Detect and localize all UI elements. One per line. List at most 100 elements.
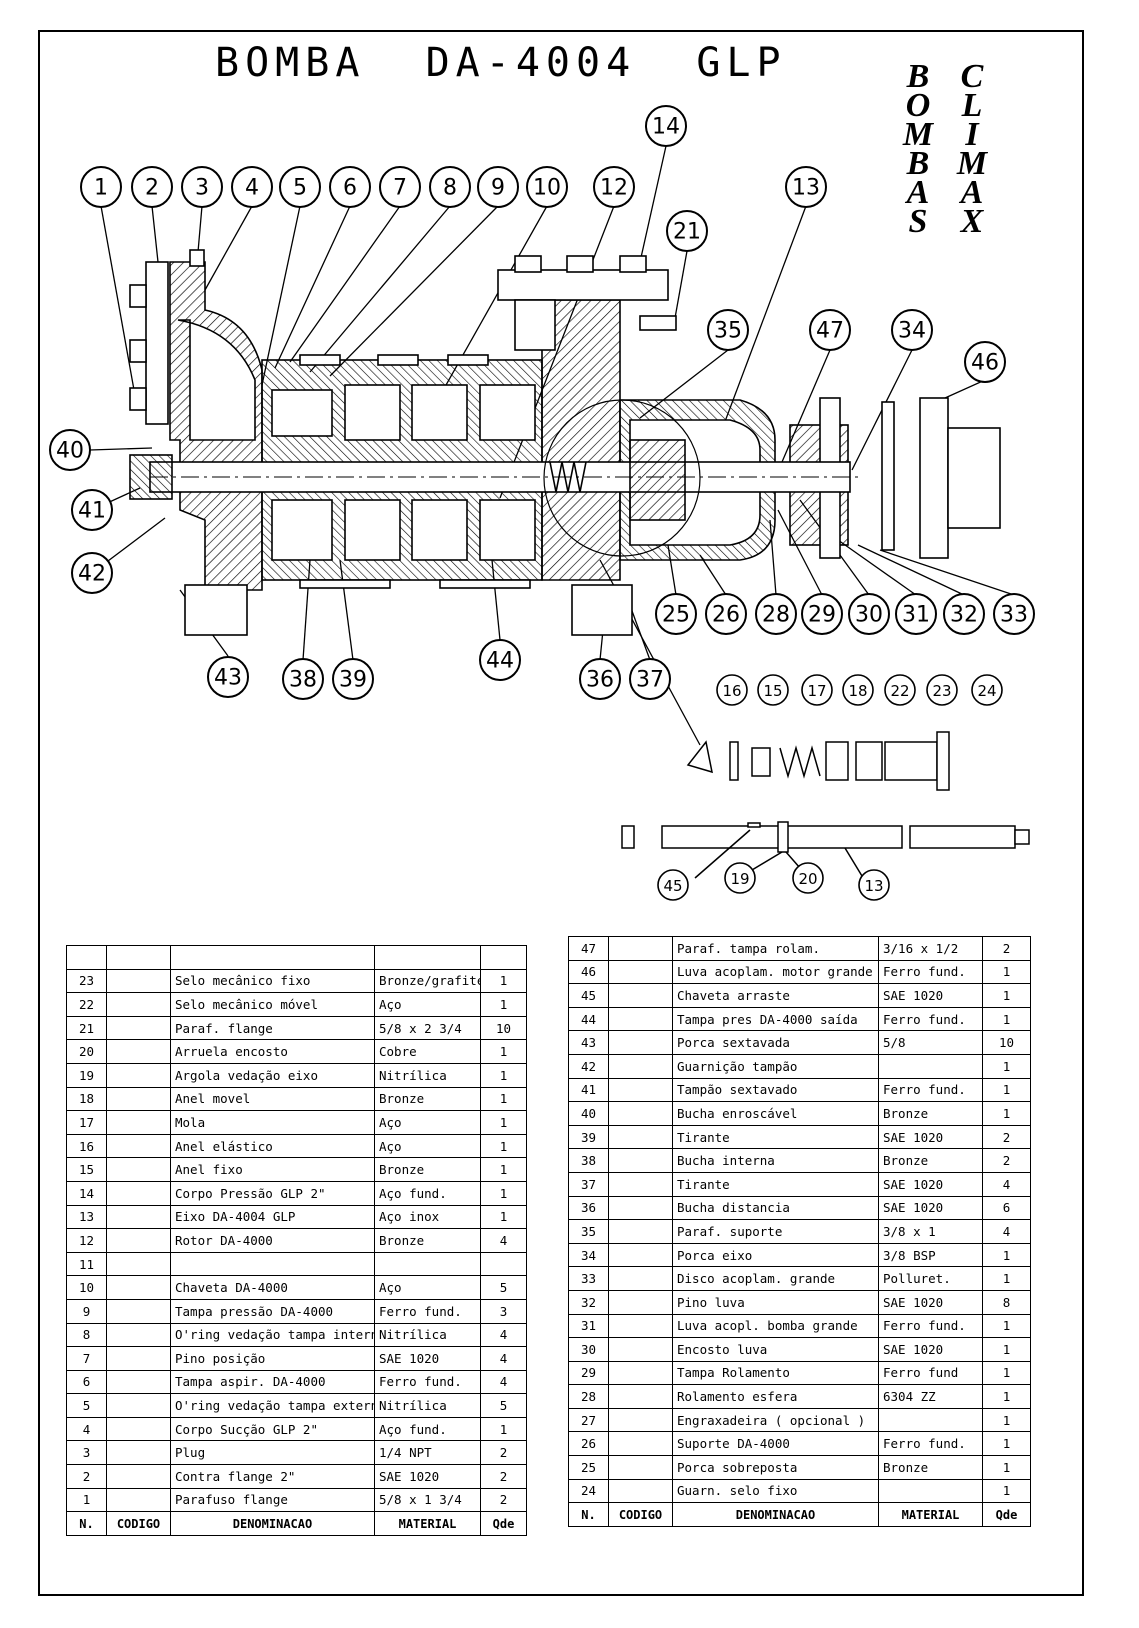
- item-name: [170, 945, 375, 970]
- item-material: 3/8 x 1: [878, 1219, 983, 1244]
- balloon-label: 45: [663, 877, 682, 895]
- item-material: Ferro fund.: [878, 1431, 983, 1457]
- item-number: 37: [568, 1171, 609, 1197]
- item-number: 14: [66, 1180, 107, 1206]
- item-qty: 1: [480, 1062, 527, 1088]
- part-balloon-45: 45: [657, 869, 689, 901]
- balloon-label: 20: [798, 870, 817, 888]
- balloon-label: 43: [214, 666, 242, 691]
- balloon-circle: [943, 593, 985, 635]
- part-balloon-32: 32: [943, 593, 985, 635]
- item-material: [374, 1251, 481, 1277]
- item-code: [106, 1275, 171, 1300]
- logo-letter: M: [956, 145, 988, 182]
- part-balloon-9: 9: [477, 166, 519, 208]
- item-qty: 1: [982, 1006, 1031, 1032]
- item-code: [608, 1242, 673, 1268]
- item-material: SAE 1020: [878, 1171, 983, 1197]
- item-name: Plug: [170, 1440, 375, 1466]
- balloon-label: 34: [898, 319, 926, 344]
- item-name: Corpo Pressão GLP 2": [170, 1180, 375, 1206]
- part-balloon-25: 25: [655, 593, 697, 635]
- balloon-label: 13: [864, 877, 883, 895]
- item-code: [608, 1407, 673, 1433]
- item-code: [106, 1298, 171, 1324]
- item-code: [106, 1440, 171, 1466]
- logo-letter: M: [902, 116, 934, 153]
- part-balloon-36: 36: [579, 658, 621, 700]
- balloon-circle: [971, 674, 1003, 706]
- balloon-label: 1: [94, 176, 108, 201]
- balloon-label: 26: [712, 603, 740, 628]
- item-material: Aço fund.: [374, 1416, 481, 1442]
- item-qty: 1: [982, 1384, 1031, 1409]
- part-balloon-34: 34: [891, 309, 933, 351]
- item-material: 5/8 x 1 3/4: [374, 1487, 481, 1513]
- item-number: 41: [568, 1077, 609, 1103]
- part-balloon-4: 4: [231, 166, 273, 208]
- drawing-title: BOMBA DA-4004 GLP: [215, 40, 787, 86]
- balloon-label: 8: [443, 176, 457, 201]
- item-material: SAE 1020: [878, 1124, 983, 1150]
- item-name: Bucha distancia: [672, 1195, 879, 1221]
- balloon-label: 31: [902, 603, 930, 628]
- balloon-circle: [655, 593, 697, 635]
- item-material: Bronze: [878, 1101, 983, 1126]
- item-number: 5: [66, 1393, 107, 1418]
- balloon-circle: [657, 869, 689, 901]
- item-name: Porca sobreposta: [672, 1455, 879, 1480]
- item-number: 6: [66, 1369, 107, 1395]
- balloon-circle: [757, 674, 789, 706]
- item-number: 38: [568, 1148, 609, 1173]
- item-material: Cobre: [374, 1039, 481, 1064]
- item-name: Pino luva: [672, 1289, 879, 1315]
- logo-letter: B: [906, 145, 930, 182]
- balloon-circle: [964, 341, 1006, 383]
- balloon-circle: [71, 552, 113, 594]
- item-qty: 1: [480, 1204, 527, 1230]
- item-qty: 1: [480, 1133, 527, 1159]
- item-material: Ferro fund.: [878, 1077, 983, 1103]
- balloon-label: 30: [855, 603, 883, 628]
- part-balloon-47: 47: [809, 309, 851, 351]
- item-code: [608, 1148, 673, 1173]
- item-qty: 1: [982, 1337, 1031, 1362]
- item-material: Bronze: [878, 1455, 983, 1480]
- balloon-circle: [993, 593, 1035, 635]
- part-balloon-30: 30: [848, 593, 890, 635]
- part-balloon-13: 13: [858, 869, 890, 901]
- balloon-circle: [724, 862, 756, 894]
- balloon-label: 37: [636, 668, 664, 693]
- item-name: Eixo DA-4004 GLP: [170, 1204, 375, 1230]
- item-number: 31: [568, 1313, 609, 1339]
- part-balloon-17: 17: [801, 674, 833, 706]
- header-codigo: CODIGO: [106, 1511, 171, 1536]
- item-material: 3/8 BSP: [878, 1242, 983, 1268]
- item-code: [608, 1266, 673, 1291]
- header-qde: Qde: [982, 1502, 1031, 1527]
- item-qty: 1: [480, 1157, 527, 1182]
- item-name: Disco acoplam. grande: [672, 1266, 879, 1291]
- balloon-circle: [279, 166, 321, 208]
- item-name: Porca sextavada: [672, 1030, 879, 1055]
- item-material: 5/8: [878, 1030, 983, 1055]
- item-qty: 1: [982, 1313, 1031, 1339]
- item-name: Chaveta arraste: [672, 983, 879, 1008]
- balloon-circle: [848, 593, 890, 635]
- item-qty: 1: [982, 1077, 1031, 1103]
- item-code: [106, 1015, 171, 1041]
